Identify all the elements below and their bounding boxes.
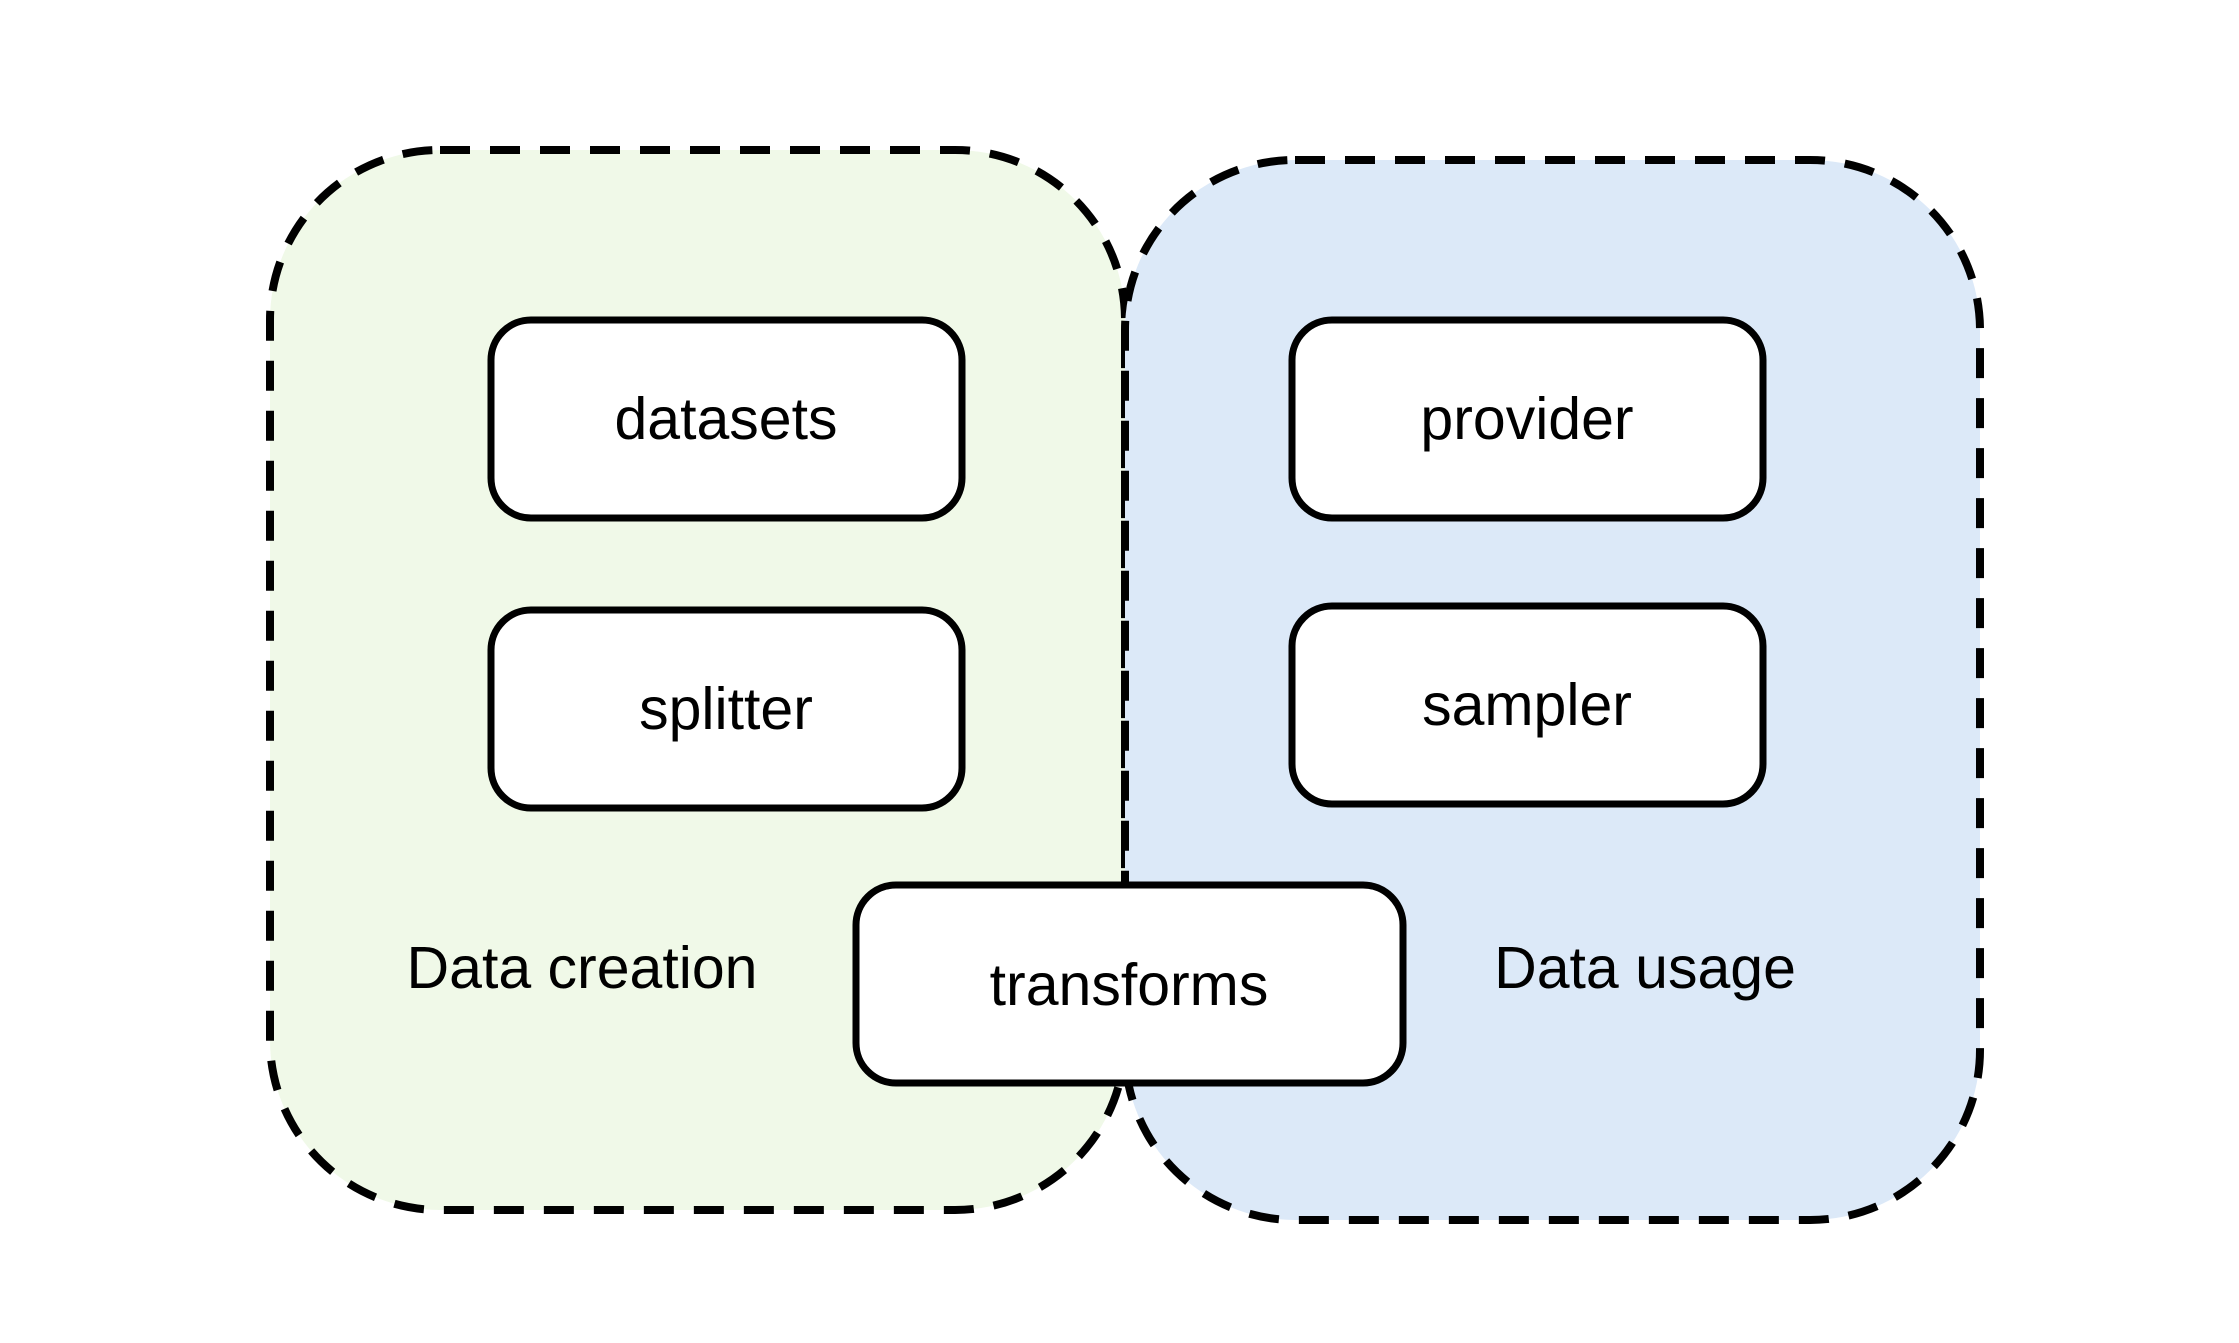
datasets-label: datasets: [614, 386, 837, 452]
provider-box: [1288, 316, 1767, 522]
transforms-label: transforms: [990, 952, 1269, 1018]
sampler-box: [1288, 602, 1767, 808]
datasets-module: datasets: [487, 316, 966, 522]
data-creation-label: Data creation: [407, 935, 758, 1001]
sampler-module: sampler: [1288, 602, 1767, 808]
transforms-box: [852, 881, 1407, 1087]
transforms-module: transforms: [852, 881, 1407, 1087]
splitter-label: splitter: [639, 676, 813, 742]
sampler-label: sampler: [1422, 672, 1632, 738]
splitter-module: splitter: [487, 606, 966, 812]
provider-module: provider: [1288, 316, 1767, 522]
provider-label: provider: [1420, 386, 1633, 452]
data-usage-label: Data usage: [1494, 935, 1796, 1001]
datasets-box: [487, 316, 966, 522]
splitter-box: [487, 606, 966, 812]
